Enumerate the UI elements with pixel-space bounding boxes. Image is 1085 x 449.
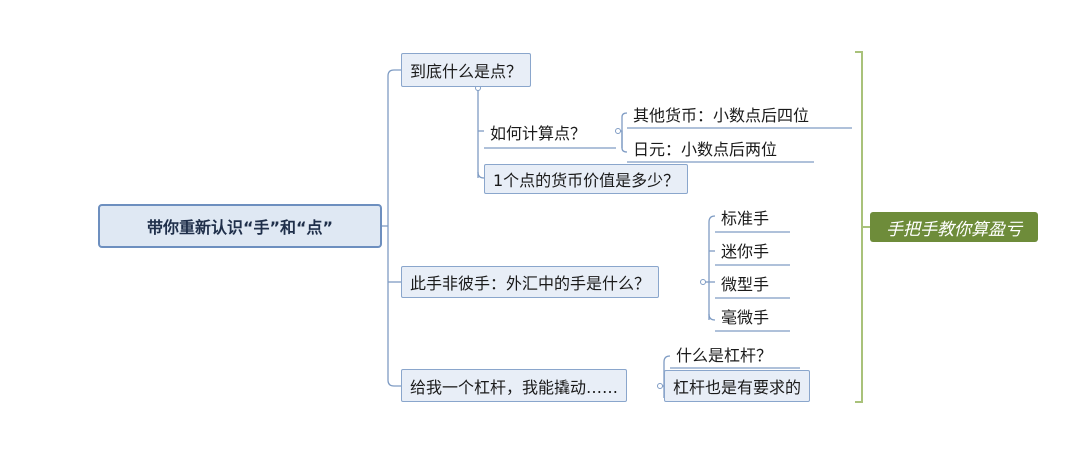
topic-point-value[interactable]: 1个点的货币价值是多少？ [484, 164, 689, 194]
topic-mini-lot[interactable]: 迷你手 [721, 242, 770, 261]
topic-what-is-leverage[interactable]: 什么是杠杆？ [676, 346, 773, 365]
topic-micro-lot[interactable]: 微型手 [721, 275, 770, 294]
summary-label[interactable]: 手把手教你算盈亏 [870, 212, 1038, 242]
branch-what-is-lot[interactable]: 此手非彼手：外汇中的手是什么？ [401, 266, 660, 298]
topic-nano-lot[interactable]: 毫微手 [721, 308, 770, 327]
branch-leverage[interactable]: 给我一个杠杆，我能撬动…… [401, 369, 628, 402]
topic-yen[interactable]: 日元：小数点后两位 [633, 140, 778, 159]
topic-how-to-calc-point[interactable]: 如何计算点？ [490, 124, 587, 143]
central-topic[interactable]: 带你重新认识“手”和“点” [98, 204, 382, 248]
topic-standard-lot[interactable]: 标准手 [721, 209, 770, 228]
summary-bracket [855, 51, 863, 403]
topic-leverage-requirements[interactable]: 杠杆也是有要求的 [664, 370, 811, 402]
topic-other-currencies[interactable]: 其他货币：小数点后四位 [633, 106, 810, 125]
branch-what-is-point[interactable]: 到底什么是点？ [401, 53, 532, 87]
